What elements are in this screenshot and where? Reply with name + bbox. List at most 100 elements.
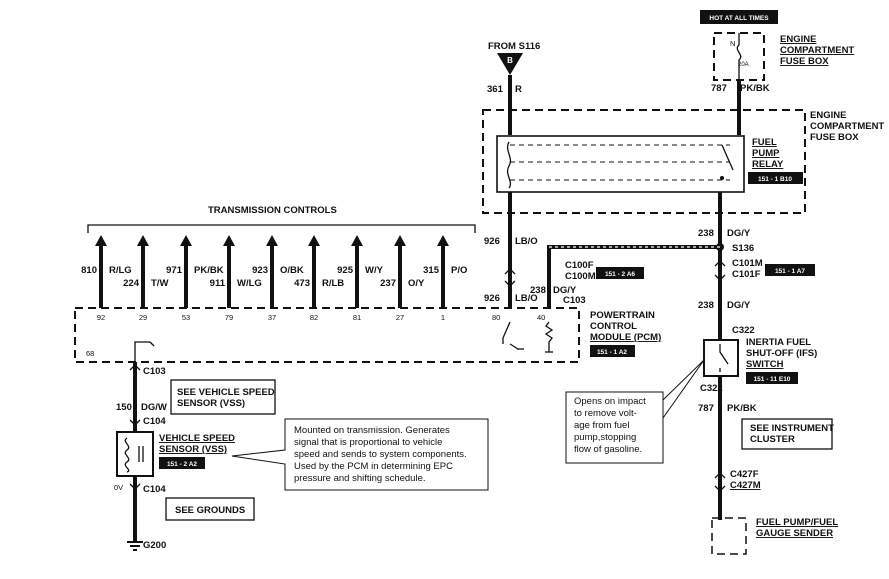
vss-ref-badge [159, 457, 205, 469]
fuel-pump-relay-box [496, 135, 745, 193]
relay-ref: 151 - 1 B10 [758, 176, 792, 183]
trans-wire-circuit-473: 473 [294, 278, 310, 289]
fuel-sender-line-1: FUEL PUMP/FUEL [756, 517, 838, 528]
ifs-switch-icon [719, 344, 729, 372]
wire-238-circuit-rt: 238 [698, 228, 714, 239]
c101m-label: C101M [732, 258, 763, 269]
trans-wire-circuit-911: 911 [210, 278, 226, 289]
fuse-box-title-3: FUSE BOX [780, 56, 829, 67]
trans-wire-circuit-971: 971 [166, 265, 183, 276]
c100-connector-icon [504, 268, 516, 287]
pcm-ref: 151 - 1 A2 [597, 349, 627, 356]
trans-wire-arrow-473 [308, 235, 320, 246]
relay-name-2: PUMP [752, 148, 780, 159]
fuel-pump-sender-outline [711, 517, 747, 555]
pcm-ref-badge [590, 345, 635, 357]
fuse-box-title-1: ENGINE [780, 34, 816, 45]
relay-name-3: RELAY [752, 159, 784, 170]
ifs-note-bubble [565, 359, 705, 464]
pcm-name-1: POWERTRAIN [590, 310, 655, 321]
trans-wire-color-224: T/W [151, 278, 168, 289]
pcm-name-2: CONTROL [590, 321, 637, 332]
trans-wire-color-473: R/LB [322, 278, 344, 289]
relay-coil-icon [506, 141, 512, 189]
see-vss-line-1: SEE VEHICLE SPEED [177, 387, 275, 398]
vss-sensor-box [116, 431, 154, 477]
pcm-switch-icon [502, 321, 519, 350]
ifs-name-1: INERTIA FUEL [746, 337, 811, 348]
c101-ref: 151 - 1 A7 [775, 268, 805, 275]
pcm-pin-53: 53 [182, 313, 190, 322]
pcm-pin-81: 81 [353, 313, 361, 322]
trans-wire-circuit-224: 224 [123, 278, 140, 289]
c104-top-label: C104 [143, 416, 166, 427]
see-cluster-box [741, 418, 833, 450]
wire-238-color-mid: DG/Y [553, 285, 577, 296]
trans-wire-circuit-237: 237 [380, 278, 396, 289]
pcm-pin-37: 37 [268, 313, 276, 322]
pcm-pin-68: 68 [86, 349, 94, 358]
trans-wire-arrow-925 [351, 235, 363, 246]
trans-wire-arrow-315 [437, 235, 449, 246]
trans-wire-circuit-810: 810 [81, 265, 97, 276]
fuel-sender-line-2: GAUGE SENDER [756, 528, 833, 539]
vss-note-line-4: Used by the PCM in determining EPC [294, 461, 453, 472]
fuse-rating: 20A [738, 62, 749, 68]
wire-238-color-rb: DG/Y [727, 300, 751, 311]
c104-bot-label: C104 [143, 484, 166, 495]
trans-wire-color-911: W/LG [237, 278, 262, 289]
ifs-ref-badge [746, 372, 798, 384]
trans-wire-color-237: O/Y [408, 278, 425, 289]
wire-926-circuit-bot: 926 [484, 293, 500, 304]
trans-wire-color-810: R/LG [109, 265, 132, 276]
vss-ov-label: 0V [114, 483, 123, 492]
trans-wire-circuit-315: 315 [423, 265, 440, 276]
trans-wire-arrow-224 [137, 235, 149, 246]
ifs-note-line-5: flow of gasoline. [574, 444, 642, 455]
wire-150-color: DG/W [141, 402, 167, 413]
fuse-symbol [736, 33, 742, 80]
see-cluster-line-2: CLUSTER [750, 434, 795, 445]
ifs-note-line-2: to remove volt- [574, 408, 637, 419]
trans-wire-color-971: PK/BK [194, 265, 224, 276]
wire-787-circuit: 787 [711, 83, 727, 94]
pcm-name-3: MODULE (PCM) [590, 332, 661, 343]
vss-name-1: VEHICLE SPEED [159, 433, 235, 444]
wire-926-circuit-top: 926 [484, 236, 500, 247]
c101f-label: C101F [732, 269, 761, 280]
fuse-letter: N [730, 39, 735, 48]
pcm-pin-27: 27 [396, 313, 404, 322]
wire-787-color: PK/BK [740, 83, 770, 94]
from-s116-label: FROM S116 [488, 41, 540, 52]
g200-ground-icon [127, 541, 143, 551]
trans-wire-color-315: P/O [451, 265, 467, 276]
trans-wire-color-925: W/Y [365, 265, 384, 276]
relay-box-title-1: ENGINE [810, 110, 846, 121]
see-grounds-label: SEE GROUNDS [175, 505, 245, 516]
ifs-ref: 151 - 11 E10 [754, 376, 791, 383]
c427m-label: C427M [730, 480, 761, 491]
wire-926-color-bot: LB/O [515, 293, 538, 304]
vss-note-line-5: pressure and shifting schedule. [294, 473, 426, 484]
vss-note-bubble [231, 418, 489, 491]
c100m-label: C100M [565, 271, 596, 282]
wire-787b-color: PK/BK [727, 403, 757, 414]
ifs-name-2: SHUT-OFF (IFS) [746, 348, 817, 359]
see-cluster-line-1: SEE INSTRUMENT [750, 423, 834, 434]
vss-note-line-2: signal that is proportional to vehicle [294, 437, 442, 448]
c101-ref-badge [765, 264, 815, 276]
relay-contact-point [720, 176, 724, 180]
vss-note-text: Mounted on transmission. Generates signa… [294, 425, 467, 484]
c104-bot-connector-icon [129, 483, 141, 490]
ifs-switch-box [703, 339, 739, 377]
vss-name-2: SENSOR (VSS) [159, 444, 227, 455]
see-vss-box [170, 379, 276, 415]
c322-bot-label: C322 [700, 383, 723, 394]
relay-contact-icon [721, 144, 734, 171]
relay-ref-badge [748, 172, 803, 184]
vss-note-line-3: speed and sends to system components. [294, 449, 467, 460]
c103-connector-icon [129, 364, 141, 371]
trans-wire-arrow-923 [266, 235, 278, 246]
pcm-resistor-icon [544, 321, 554, 352]
